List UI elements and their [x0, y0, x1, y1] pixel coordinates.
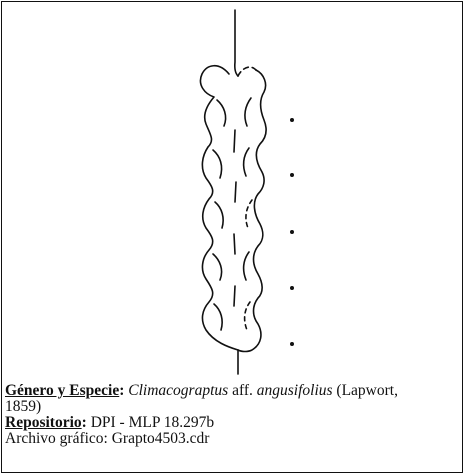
author-year-line: 1859)	[5, 399, 460, 415]
aff-text: aff.	[228, 382, 257, 399]
author-part1: (Lapwort,	[333, 382, 398, 399]
repository-label: Repositorio	[5, 414, 82, 431]
scale-dot-2	[290, 173, 294, 177]
genus-species-colon: :	[119, 382, 124, 399]
median-septum-1	[234, 130, 235, 152]
theca-inner-r5	[245, 302, 250, 330]
theca-inner-5	[214, 304, 222, 330]
species-name: angusifolius	[257, 382, 333, 399]
theca-inner-3	[215, 202, 223, 228]
file-line: Archivo gráfico: Grapto4503.cdr	[5, 431, 460, 447]
scale-dot-1	[290, 118, 294, 122]
median-septum-4	[234, 286, 235, 306]
theca-inner-r2	[244, 148, 249, 176]
scale-dot-5	[290, 342, 294, 346]
scale-dot-4	[290, 286, 294, 290]
rhabdosome-top-dash	[238, 67, 256, 76]
repository-value: DPI - MLP 18.297b	[87, 414, 214, 431]
genus-name: Climacograptus	[128, 382, 228, 399]
theca-inner-r4	[244, 252, 249, 280]
rhabdosome-right-outline	[238, 70, 266, 352]
nema-line	[235, 10, 238, 76]
repository-line: Repositorio: DPI - MLP 18.297b	[5, 415, 460, 431]
median-septum-3	[234, 234, 235, 254]
graptolite-drawing	[2, 2, 464, 382]
theca-inner-4	[213, 254, 222, 280]
theca-inner-r3	[246, 200, 252, 228]
theca-inner-2	[213, 150, 222, 178]
specimen-caption: Género y Especie: Climacograptus aff. an…	[5, 383, 460, 447]
scale-dot-3	[290, 230, 294, 234]
genus-species-label: Género y Especie	[5, 382, 119, 399]
theca-inner-1	[217, 100, 226, 126]
median-septum-2	[235, 182, 236, 202]
theca-inner-r1	[245, 98, 251, 126]
genus-species-line: Género y Especie: Climacograptus aff. an…	[5, 383, 460, 399]
